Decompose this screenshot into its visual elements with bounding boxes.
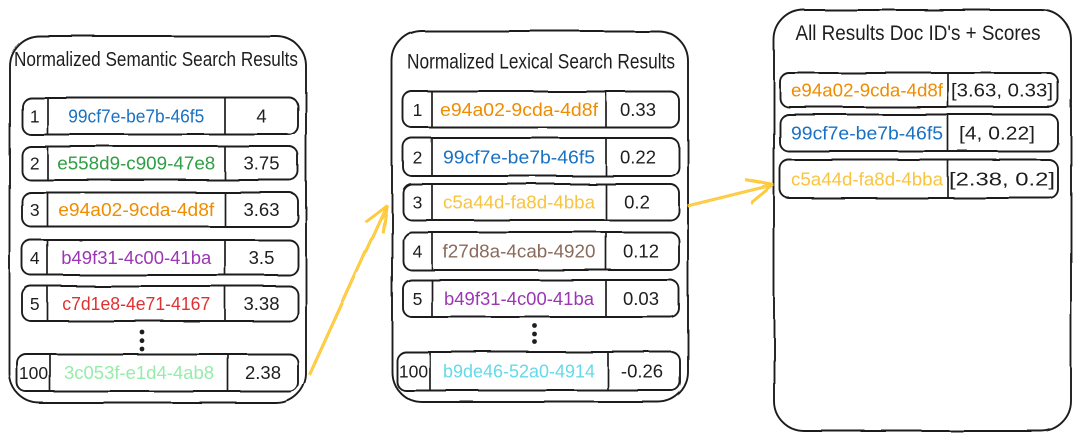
svg-text:2: 2	[413, 147, 423, 167]
svg-text:b9de46-52a0-4914: b9de46-52a0-4914	[443, 361, 595, 382]
svg-text:e94a02-9cda-4d8f: e94a02-9cda-4d8f	[440, 99, 599, 120]
svg-text:e94a02-9cda-4d8f: e94a02-9cda-4d8f	[58, 199, 215, 220]
svg-text:b49f31-4c00-41ba: b49f31-4c00-41ba	[61, 247, 212, 268]
svg-text:e94a02-9cda-4d8f: e94a02-9cda-4d8f	[791, 79, 944, 100]
svg-text:100: 100	[399, 362, 428, 382]
svg-text:Normalized Semantic Search Res: Normalized Semantic Search Results	[14, 48, 298, 71]
svg-text:0.03: 0.03	[623, 288, 659, 309]
svg-text:99cf7e-be7b-46f5: 99cf7e-be7b-46f5	[68, 105, 204, 126]
svg-text:99cf7e-be7b-46f5: 99cf7e-be7b-46f5	[791, 122, 943, 143]
svg-text:3: 3	[30, 200, 40, 220]
svg-text:99cf7e-be7b-46f5: 99cf7e-be7b-46f5	[443, 146, 595, 167]
svg-text:2.38: 2.38	[245, 362, 281, 383]
svg-text:0.22: 0.22	[620, 146, 656, 167]
svg-text:c5a44d-fa8d-4bba: c5a44d-fa8d-4bba	[443, 191, 596, 212]
svg-text:4: 4	[413, 241, 423, 261]
svg-text:2: 2	[30, 154, 40, 174]
svg-text:Normalized Lexical Search Resu: Normalized Lexical Search Results	[407, 51, 675, 74]
svg-text:4: 4	[256, 105, 266, 126]
svg-text:5: 5	[30, 294, 40, 314]
svg-text:3.5: 3.5	[249, 247, 275, 268]
svg-text:0.33: 0.33	[620, 99, 656, 120]
svg-text:c7d1e8-4e71-4167: c7d1e8-4e71-4167	[62, 293, 210, 314]
svg-text:c5a44d-fa8d-4bba: c5a44d-fa8d-4bba	[791, 168, 944, 189]
svg-text:e558d9-c909-47e8: e558d9-c909-47e8	[57, 153, 215, 174]
svg-text:[3.63, 0.33]: [3.63, 0.33]	[951, 80, 1053, 100]
svg-text:b49f31-4c00-41ba: b49f31-4c00-41ba	[444, 288, 595, 309]
svg-text:5: 5	[413, 289, 423, 309]
svg-text:3.38: 3.38	[243, 293, 279, 314]
svg-text:All Results Doc ID's + Scores: All Results Doc ID's + Scores	[796, 22, 1041, 45]
svg-text:[2.38, 0.2]: [2.38, 0.2]	[949, 169, 1055, 189]
svg-text:3.63: 3.63	[243, 199, 279, 220]
svg-text:3: 3	[413, 192, 423, 212]
svg-text:[4, 0.22]: [4, 0.22]	[959, 123, 1035, 143]
svg-text:-0.26: -0.26	[621, 361, 663, 382]
svg-text:4: 4	[30, 248, 40, 268]
svg-text:3.75: 3.75	[243, 153, 279, 174]
svg-text:100: 100	[19, 363, 48, 383]
svg-text:3c053f-e1d4-4ab8: 3c053f-e1d4-4ab8	[64, 362, 214, 383]
svg-text:1: 1	[413, 100, 423, 120]
svg-text:0.2: 0.2	[624, 191, 650, 212]
svg-text:f27d8a-4cab-4920: f27d8a-4cab-4920	[443, 240, 596, 261]
svg-text:1: 1	[30, 106, 40, 126]
svg-text:0.12: 0.12	[623, 240, 659, 261]
